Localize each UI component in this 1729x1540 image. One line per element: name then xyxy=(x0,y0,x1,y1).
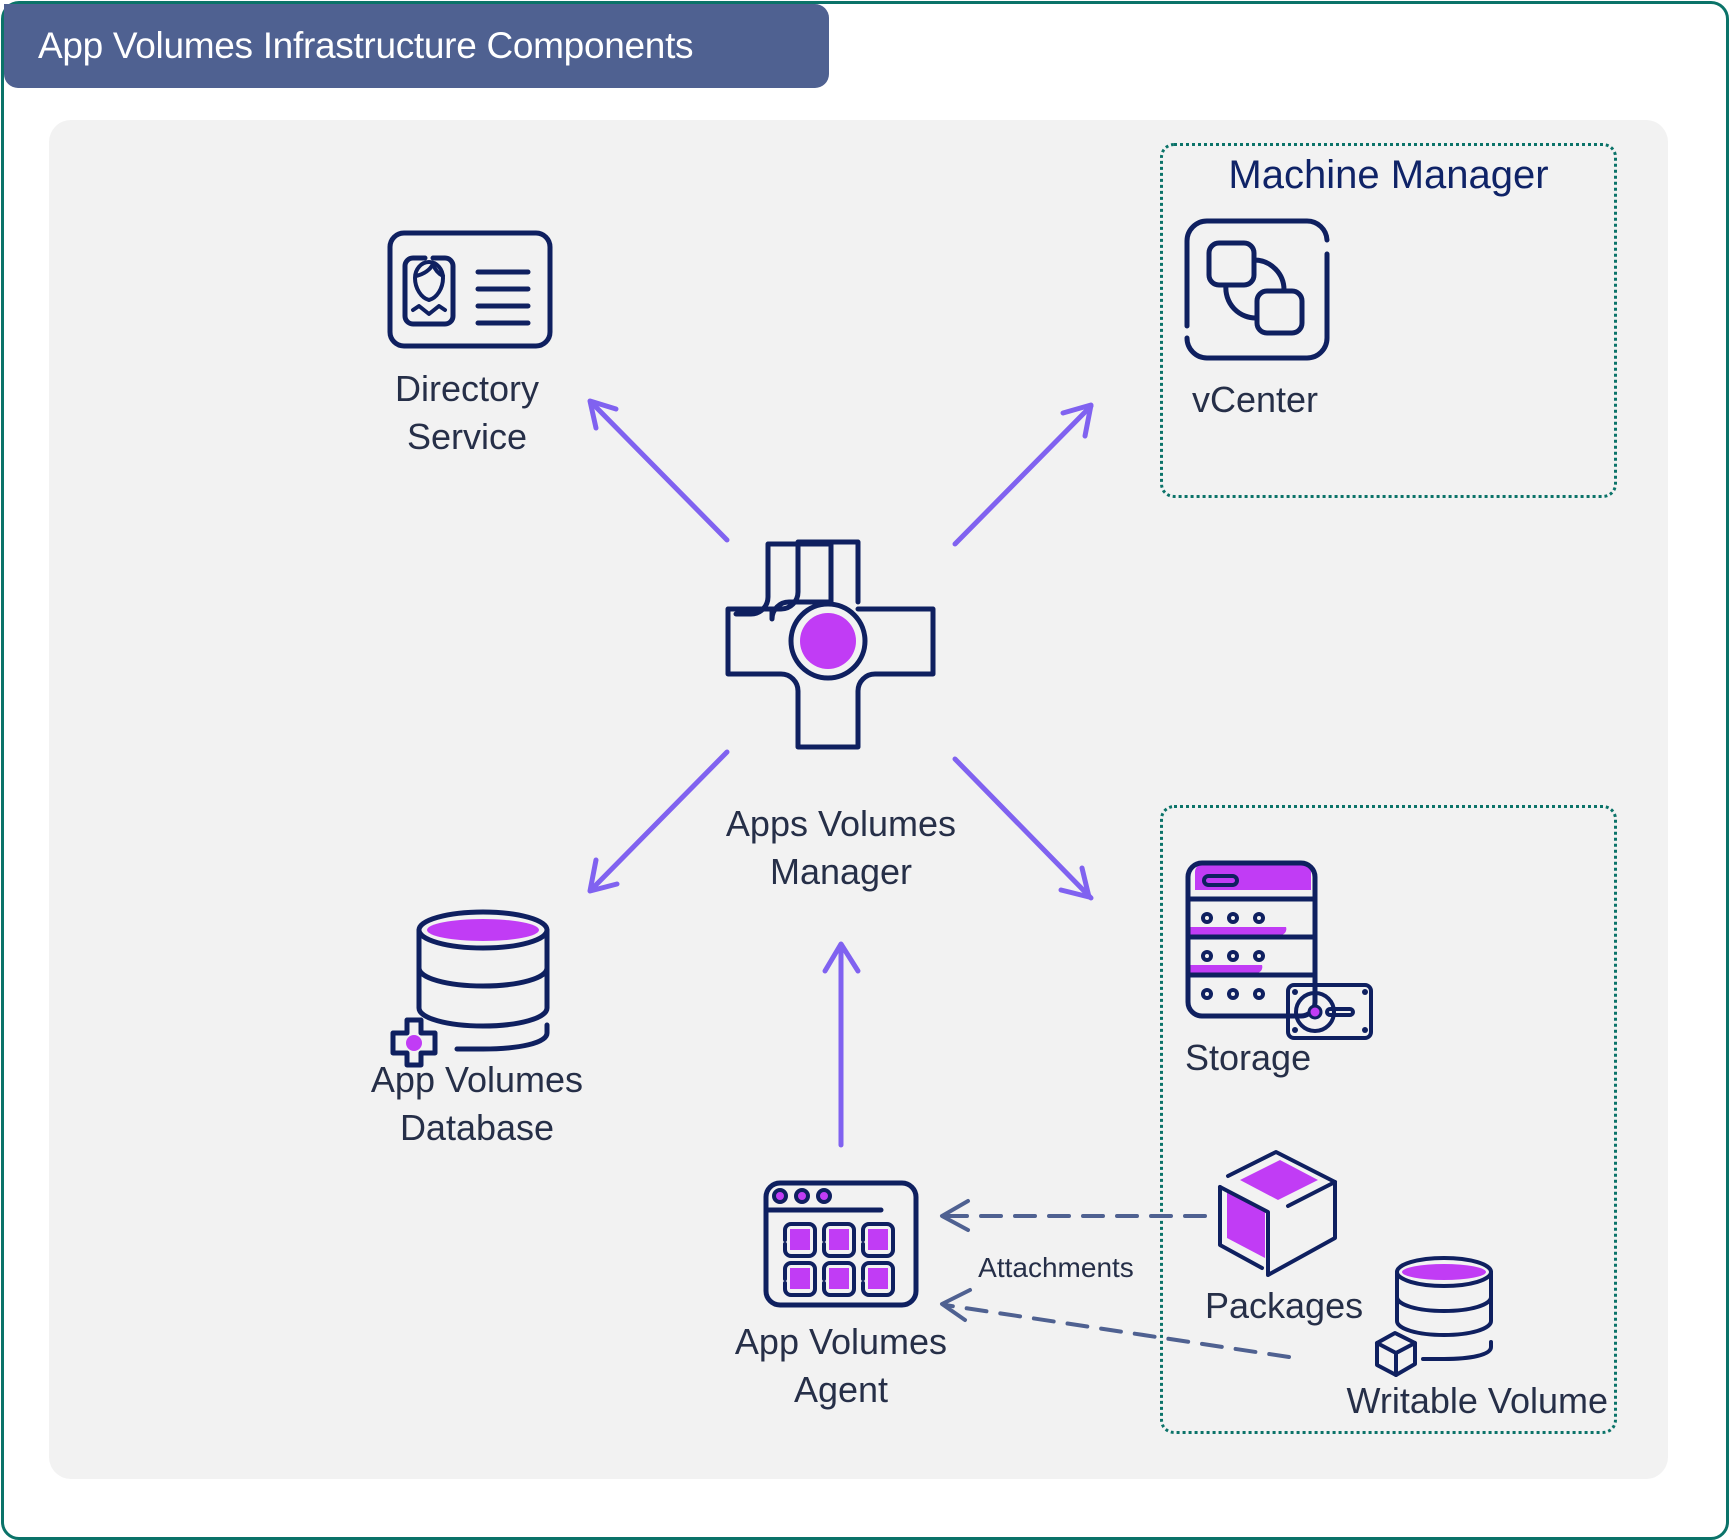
directory-service-label-line1: Directory xyxy=(394,368,540,409)
database-label: App Volumes Database xyxy=(352,1056,602,1152)
database-icon xyxy=(390,909,550,1068)
agent-label-line2: Agent xyxy=(793,1369,889,1410)
package-cube-icon xyxy=(1218,1150,1337,1277)
storage-label: Storage xyxy=(1185,1037,1312,1078)
manager-label-line2: Manager xyxy=(769,851,913,892)
manager-accent-dot xyxy=(800,613,856,669)
diagram-title: App Volumes Infrastructure Components xyxy=(4,4,829,88)
manager-label: Apps Volumes Manager xyxy=(700,800,982,896)
diagram-panel xyxy=(49,120,1668,1479)
storage-group xyxy=(1160,805,1617,1434)
manager-label-line1: Apps Volumes xyxy=(725,803,957,844)
directory-service-label-line2: Service xyxy=(406,416,528,457)
machine-manager-group xyxy=(1160,143,1617,498)
app-volumes-cross-icon xyxy=(725,539,936,750)
id-card-icon xyxy=(387,230,553,349)
writable-volume-label: Writable Volume xyxy=(1346,1380,1608,1421)
agent-label-line1: App Volumes xyxy=(734,1321,948,1362)
app-grid-window-icon xyxy=(763,1180,919,1308)
vcenter-icon xyxy=(1184,218,1330,361)
database-label-line1: App Volumes xyxy=(370,1059,584,1100)
storage-server-icon xyxy=(1185,860,1373,1040)
agent-label: App Volumes Agent xyxy=(700,1318,982,1414)
machine-manager-title: Machine Manager xyxy=(1228,153,1549,197)
packages-label: Packages xyxy=(1205,1285,1364,1326)
directory-service-label: Directory Service xyxy=(367,365,567,461)
writable-volume-icon xyxy=(1375,1256,1493,1377)
vcenter-label: vCenter xyxy=(1191,379,1319,420)
database-label-line2: Database xyxy=(399,1107,555,1148)
attachments-label: Attachments xyxy=(978,1252,1134,1283)
